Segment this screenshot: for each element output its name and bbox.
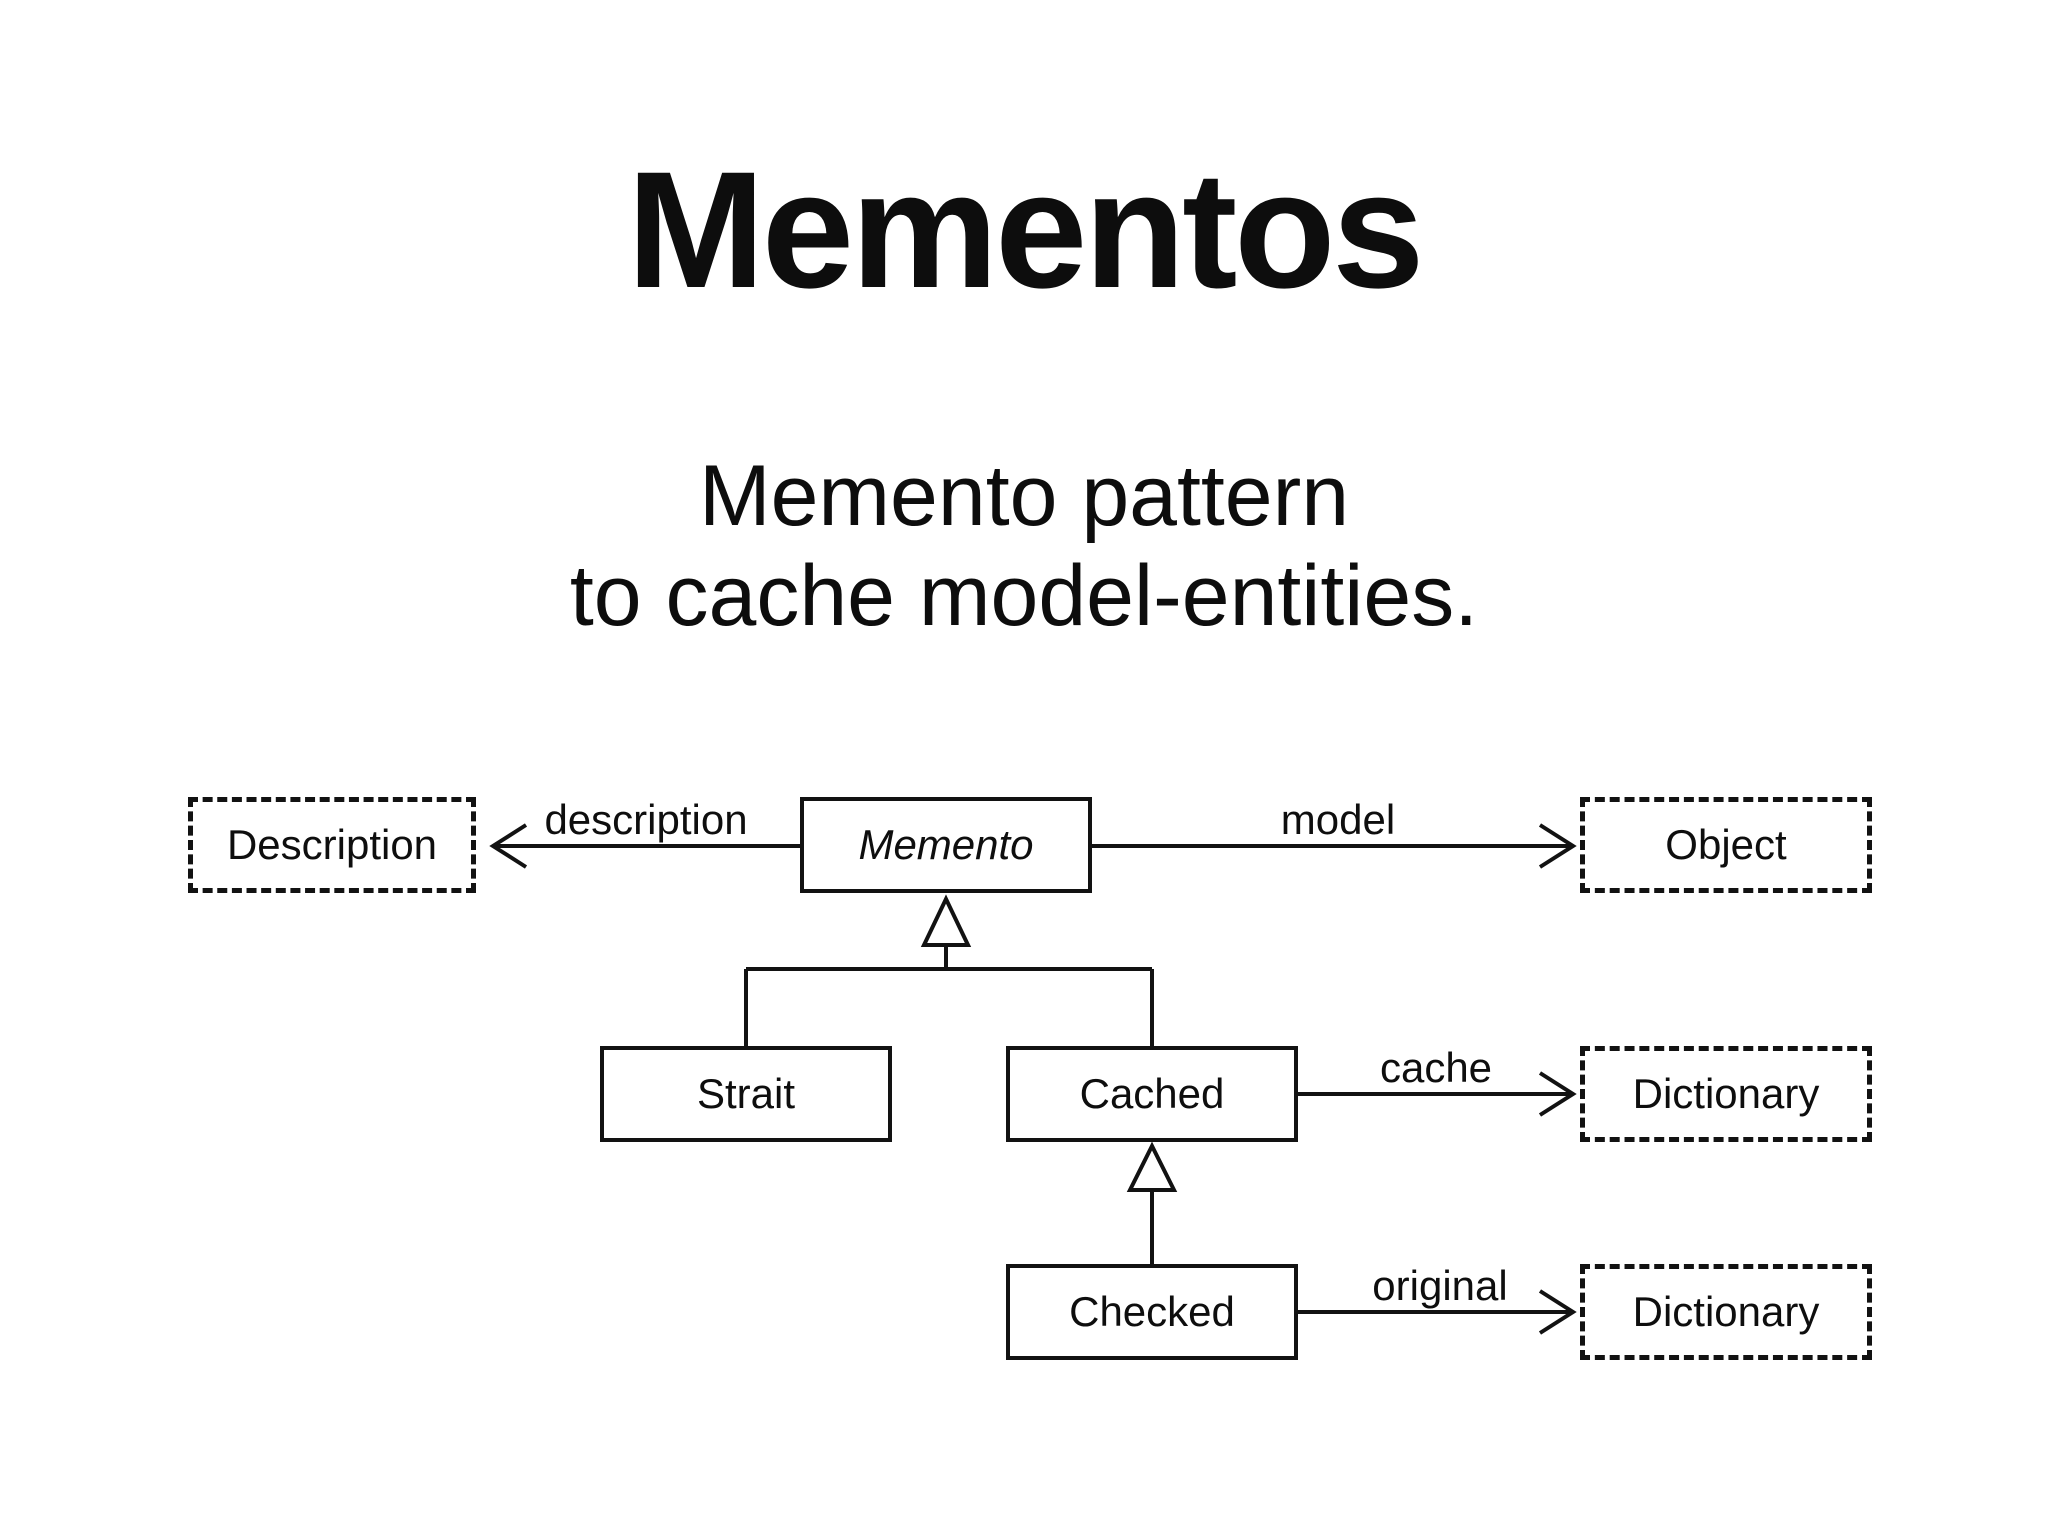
arrowhead-right-icon: [1538, 1289, 1577, 1335]
association-label-description: description: [544, 796, 748, 843]
association-label-model: model: [1280, 796, 1396, 843]
association-original: [1298, 1289, 1577, 1335]
class-box-dictionary-cache: Dictionary: [1580, 1046, 1872, 1142]
class-box-dictionary-original: Dictionary: [1580, 1264, 1872, 1360]
class-box-strait: Strait: [600, 1046, 892, 1142]
arrowhead-right-icon: [1538, 1071, 1577, 1117]
class-box-description: Description: [188, 797, 476, 893]
inheritance-triangle-icon: [1126, 1141, 1178, 1192]
subtitle-line-1: Memento pattern: [698, 448, 1350, 544]
class-box-memento: Memento: [800, 797, 1092, 893]
inheritance-checked-to-cached: [1126, 1141, 1178, 1264]
slide-title: Mementos: [626, 138, 1425, 323]
class-label-dictionary-original: Dictionary: [1632, 1288, 1820, 1335]
class-label-checked: Checked: [1069, 1288, 1235, 1335]
inheritance-triangle-icon: [920, 894, 972, 947]
slide-subtitle: Memento pattern to cache model-entities.: [0, 446, 2048, 646]
class-label-object: Object: [1665, 821, 1787, 868]
inheritance-strait-cached-to-memento: [744, 894, 1154, 1046]
association-description: [489, 823, 800, 869]
class-label-strait: Strait: [696, 1070, 796, 1117]
association-label-cache: cache: [1379, 1044, 1493, 1091]
subtitle-line-2: to cache model-entities.: [569, 548, 1479, 644]
association-model: [1092, 823, 1577, 869]
class-label-cached: Cached: [1079, 1070, 1225, 1117]
class-box-checked: Checked: [1006, 1264, 1298, 1360]
class-label-memento: Memento: [858, 821, 1034, 868]
association-label-original: original: [1372, 1262, 1508, 1309]
arrowhead-left-icon: [489, 823, 528, 869]
class-box-cached: Cached: [1006, 1046, 1298, 1142]
class-box-object: Object: [1580, 797, 1872, 893]
association-cache: [1298, 1071, 1577, 1117]
arrowhead-right-icon: [1538, 823, 1577, 869]
class-label-dictionary-cache: Dictionary: [1632, 1070, 1820, 1117]
class-label-description: Description: [226, 821, 438, 868]
